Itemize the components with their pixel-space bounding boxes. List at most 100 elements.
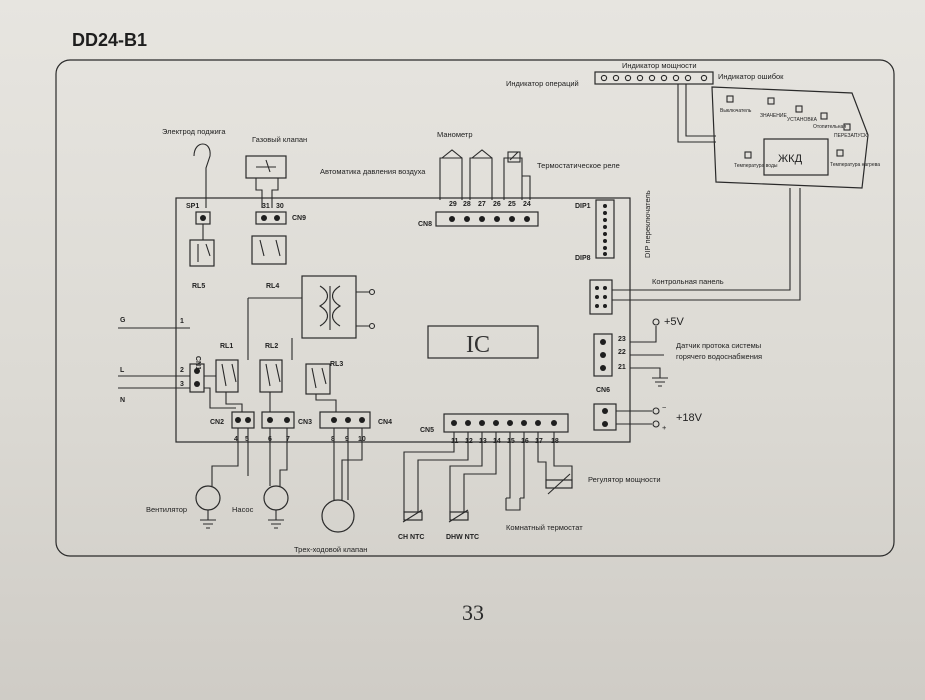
control-panel-label: Контрольная панель [652, 277, 724, 286]
pin-3: 3 [180, 381, 184, 388]
power-regulator-label: Регулятор мощности [588, 475, 661, 484]
air-pressure-label: Автоматика давления воздуха [320, 167, 426, 176]
svg-text:18: 18 [551, 438, 559, 445]
dip-switch-label: DIP переключатель [643, 190, 652, 258]
cn9-label: CN9 [292, 215, 306, 222]
panel-key-2: ЗНАЧЕНИЕ [760, 113, 787, 119]
panel-key-5: ПЕРЕЗАПУСК [834, 133, 867, 139]
transformer [301, 275, 357, 339]
cn5-label: CN5 [420, 427, 434, 434]
cn8-pin-labels: 29 28 27 26 25 24 [449, 201, 531, 208]
svg-text:5: 5 [245, 436, 249, 443]
manometer-label: Манометр [437, 130, 473, 139]
dhw-ntc-sensor [449, 511, 469, 521]
svg-text:24: 24 [523, 201, 531, 208]
pump-label: Насос [232, 505, 254, 514]
dip-switch-pins [603, 204, 607, 256]
ic-chip [427, 325, 539, 359]
dip-switch [595, 199, 615, 259]
lcd-panel [711, 86, 869, 189]
indicator-leds [600, 74, 708, 82]
pin-30: 30 [276, 203, 284, 210]
svg-text:26: 26 [493, 201, 501, 208]
power-18v-connector [593, 403, 617, 431]
svg-text:4: 4 [234, 436, 238, 443]
gas-valve-label: Газовый клапан [252, 135, 307, 144]
rl2-label: RL2 [265, 343, 278, 350]
pressure-switches [439, 149, 531, 200]
cable-control-panel-1 [612, 188, 791, 291]
panel-buttons [726, 95, 851, 159]
dip1-label: DIP1 [575, 203, 591, 210]
control-board [175, 197, 631, 443]
cn8-label: CN8 [418, 221, 432, 228]
svg-text:12: 12 [465, 438, 473, 445]
rl5-relay [189, 239, 215, 267]
rl4-label: RL4 [266, 283, 279, 290]
ignition-electrode-label: Электрод поджига [162, 127, 226, 136]
svg-text:29: 29 [449, 201, 457, 208]
g-label: G [120, 317, 126, 324]
three-way-valve-label: Трех-ходовой клапан [294, 545, 367, 554]
svg-text:16: 16 [521, 438, 529, 445]
cn5-pin-labels: 11 12 13 14 15 16 17 18 [451, 438, 559, 445]
flow-sensor-label-2: горячего водоснабжения [676, 352, 762, 361]
ground-symbol [652, 377, 668, 387]
sp1-label: SP1 [186, 203, 199, 210]
rl5-label: RL5 [192, 283, 205, 290]
cn9-connector [255, 211, 287, 225]
svg-text:15: 15 [507, 438, 515, 445]
gas-valve [245, 155, 287, 179]
ch-ntc-sensor [403, 511, 423, 521]
cable-indicator-1 [677, 84, 716, 143]
plus18v-label: +18V [676, 412, 703, 424]
plus-label: + [662, 423, 667, 432]
cable-indicator-2 [685, 84, 716, 137]
cn6-connector [593, 333, 613, 377]
room-thermostat-label: Комнатный термостат [506, 523, 583, 532]
page-number: 33 [462, 600, 484, 625]
rl2-relay [259, 359, 283, 393]
dhw-ntc-label: DHW NTC [446, 534, 479, 541]
svg-text:7: 7 [286, 436, 290, 443]
pin-21: 21 [618, 364, 626, 371]
cn1-label: CN1 [194, 356, 201, 370]
pump-motor [263, 485, 289, 511]
cn8-connector [435, 211, 539, 227]
svg-text:28: 28 [463, 201, 471, 208]
pin-2: 2 [180, 367, 184, 374]
fan-motor [195, 485, 221, 511]
cn5-connector [443, 413, 569, 433]
cn4-label: CN4 [378, 419, 392, 426]
page-title: DD24-B1 [72, 30, 148, 50]
pin-22: 22 [618, 349, 626, 356]
panel-key-1: Выключатель [720, 108, 752, 114]
l-label: L [120, 367, 125, 374]
thermostatic-relay-label: Термостатическое реле [537, 161, 620, 170]
fan-label: Вентилятор [146, 505, 187, 514]
svg-text:11: 11 [451, 438, 459, 445]
power-regulator [545, 479, 573, 489]
dip8-label: DIP8 [575, 255, 591, 262]
ic-label: IC [466, 332, 490, 358]
rl3-label: RL3 [330, 361, 343, 368]
cn4-connector [319, 411, 371, 429]
three-way-valve-motor [321, 499, 355, 533]
panel-key-7: Температура нагрева [830, 162, 880, 168]
pin-31: 31 [262, 203, 270, 210]
power-indicator-label: Индикатор мощности [622, 61, 697, 70]
ignition-electrode [193, 143, 211, 208]
svg-text:17: 17 [535, 438, 543, 445]
cn2-label: CN2 [210, 419, 224, 426]
control-panel-connector [589, 279, 613, 315]
panel-key-4: Отопительная [813, 124, 846, 130]
svg-text:8: 8 [331, 436, 335, 443]
lcd-screen [763, 138, 829, 176]
error-indicator-label: Индикатор ошибок [718, 72, 784, 81]
cable-control-panel-2 [612, 188, 801, 301]
cn3-connector-body [261, 411, 295, 429]
cn5-pins [451, 420, 557, 426]
rl1-label: RL1 [220, 343, 233, 350]
